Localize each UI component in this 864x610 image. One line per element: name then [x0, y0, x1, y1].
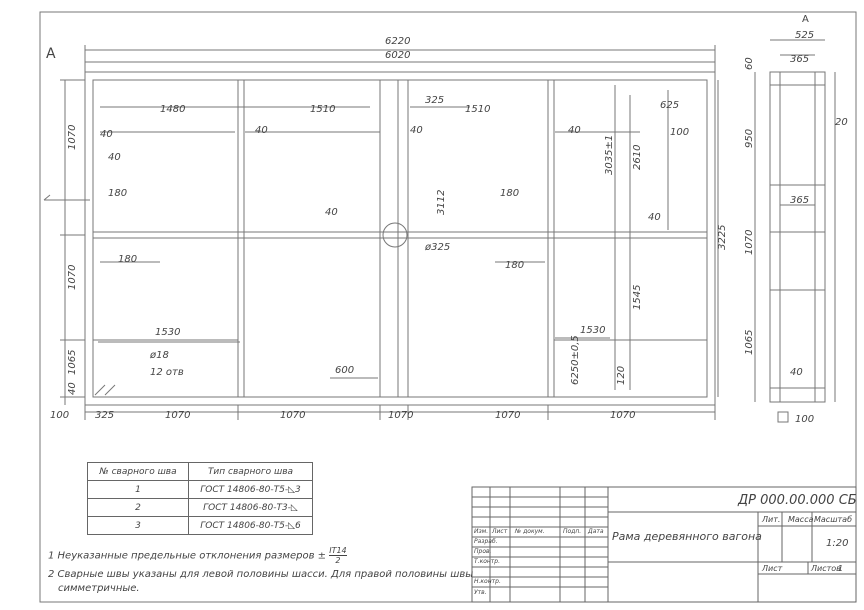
side-dim-950: 950	[744, 129, 755, 148]
dim-1530b: 1530	[580, 325, 605, 336]
side-view	[754, 39, 836, 423]
weld-type: ГОСТ 14806-80-Т5-◺6	[188, 516, 313, 535]
dim-holes: 12 отв	[150, 367, 184, 378]
side-dim-1065: 1065	[744, 330, 755, 355]
dim-3112: 3112	[436, 190, 447, 215]
weld-no: 1	[87, 480, 189, 499]
row-nkontr: Н.контр.	[474, 578, 501, 585]
dim-left-40: 40	[67, 382, 78, 395]
sheets-label: Листов	[811, 564, 841, 573]
dim-1070a: 1070	[165, 410, 190, 421]
dim-6250: 6250±0,5	[570, 335, 581, 385]
dim-1510: 1510	[310, 104, 335, 115]
dim-600: 600	[335, 365, 354, 376]
dim-left-1065: 1065	[67, 350, 78, 375]
weld-table: № сварного шва Тип сварного шва 1 ГОСТ 1…	[87, 462, 313, 535]
weld-type: ГОСТ 14806-80-Т5-◺3	[188, 480, 313, 499]
dim-1070c: 1070	[388, 410, 413, 421]
side-dim-525: 525	[795, 30, 814, 41]
dim-180b: 180	[500, 188, 519, 199]
row-prov: Пров.	[474, 548, 492, 555]
dim-180a: 180	[108, 188, 127, 199]
sheet-label: Лист	[762, 564, 783, 573]
dim-1070e: 1070	[610, 410, 635, 421]
side-dim-365: 365	[790, 54, 809, 65]
dim-40d: 40	[410, 125, 423, 136]
dim-phi18: ø18	[149, 350, 169, 361]
dim-1070b: 1070	[280, 410, 305, 421]
row-tkontr: Т.контр.	[474, 558, 501, 565]
col-lit: Лит.	[762, 515, 781, 524]
dim-1070d: 1070	[495, 410, 520, 421]
side-dim-20: 20	[835, 117, 848, 128]
dim-40f: 40	[325, 207, 338, 218]
note-1-text: 1 Неуказанные предельные отклонения разм…	[48, 550, 327, 562]
dim-left-1070a: 1070	[67, 125, 78, 150]
weld-header-type: Тип сварного шва	[188, 462, 313, 481]
dim-100b: 100	[50, 410, 69, 421]
weld-header-no: № сварного шва	[87, 462, 189, 481]
weld-type: ГОСТ 14806-80-Т3-◺	[188, 498, 313, 517]
side-dim-60: 60	[744, 57, 755, 70]
table-row: 1 ГОСТ 14806-80-Т5-◺3	[87, 480, 313, 499]
dim-1545: 1545	[632, 285, 643, 310]
dim-phi325: ø325	[424, 242, 450, 253]
dim-1510b: 1510	[465, 104, 490, 115]
dim-1530a: 1530	[155, 327, 180, 338]
dim-180d: 180	[505, 260, 524, 271]
dim-inner-length: 6020	[385, 50, 410, 61]
dim-40b: 40	[108, 152, 121, 163]
col-scale: Масштаб	[814, 515, 853, 524]
side-dim-365b: 365	[790, 195, 809, 206]
row-izm: Изм.	[474, 528, 489, 535]
side-dim-40: 40	[790, 367, 803, 378]
side-dim-100: 100	[795, 414, 814, 425]
dim-180c: 180	[118, 254, 137, 265]
dim-40e: 40	[568, 125, 581, 136]
sheet-frame	[39, 11, 857, 603]
plan-view	[43, 45, 719, 420]
scale-value: 1:20	[826, 538, 849, 549]
note-1-den: 2	[335, 556, 341, 565]
dim-325: 325	[425, 95, 444, 106]
dim-total-length: 6220	[385, 36, 410, 47]
weld-no: 2	[87, 498, 189, 517]
dim-2610: 2610	[632, 145, 643, 170]
dim-40g: 40	[648, 212, 661, 223]
sheets-count: 1	[838, 564, 844, 573]
dim-40a: 40	[100, 129, 113, 140]
col-mass: Масса	[788, 515, 814, 524]
note-1-frac: IT14	[329, 546, 347, 556]
dim-625: 625	[660, 100, 679, 111]
note-1: 1 Неуказанные предельные отклонения разм…	[48, 546, 347, 565]
side-dim-1070: 1070	[744, 230, 755, 255]
dim-40c: 40	[255, 125, 268, 136]
table-row: 3 ГОСТ 14806-80-Т5-◺6	[87, 516, 313, 535]
row-utv: Утв.	[474, 589, 487, 596]
note-2b: симметричные.	[58, 583, 140, 594]
weld-no: 3	[87, 516, 189, 535]
drawing-code: ДР 000.00.000 СБ	[738, 493, 857, 508]
row-razrab: Разраб.	[474, 538, 498, 545]
dim-left-1070b: 1070	[67, 265, 78, 290]
dim-120: 120	[616, 366, 627, 385]
drawing-name: Рама деревянного вагона	[612, 530, 762, 543]
table-row: 2 ГОСТ 14806-80-Т3-◺	[87, 498, 313, 517]
dim-100: 100	[670, 127, 689, 138]
row-list: Лист	[492, 528, 508, 535]
title-block-frame	[471, 486, 857, 603]
row-date: Дата	[588, 528, 604, 535]
dim-325b: 325	[95, 410, 114, 421]
side-view-label: A	[802, 14, 809, 25]
view-label-a: A	[46, 46, 56, 62]
row-doc: № докум.	[515, 528, 545, 535]
dim-3225: 3225	[717, 225, 728, 250]
row-sign: Подп.	[563, 528, 582, 535]
dim-1480: 1480	[160, 104, 185, 115]
dim-3035: 3035±1	[604, 135, 615, 175]
note-2: 2 Сварные швы указаны для левой половины…	[48, 569, 474, 580]
